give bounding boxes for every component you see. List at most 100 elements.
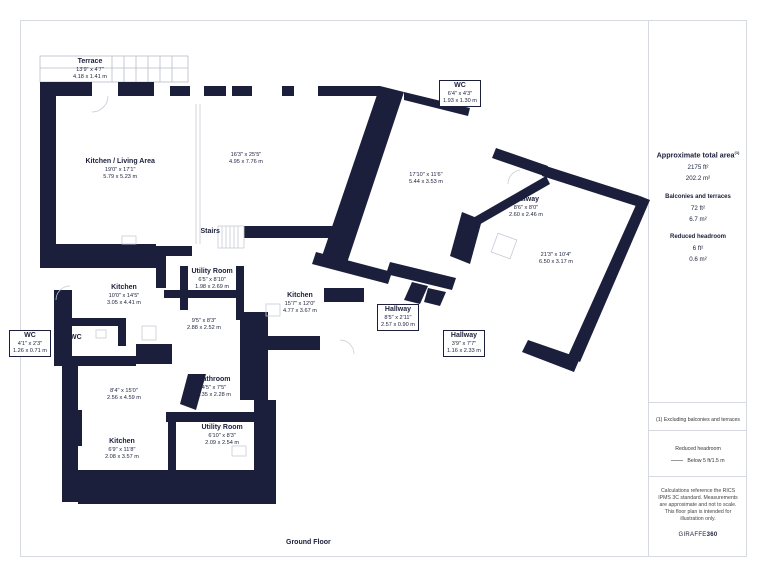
terrace-decking xyxy=(39,55,189,83)
room-dims-m: 4.95 x 7.76 m xyxy=(229,158,263,165)
brand-logo: GIRAFFE360 xyxy=(648,532,748,538)
room-name: Kitchen xyxy=(111,284,137,291)
room-name: Hallway xyxy=(512,196,539,203)
room-dims-ft: 6'5" x 8'10" xyxy=(198,276,226,283)
room-name: Bathroom xyxy=(197,376,231,383)
room-name: Utility Room xyxy=(191,268,233,275)
room-label: 9'5" x 8'3"2.88 x 2.52 m xyxy=(187,318,221,332)
room-label: 8'4" x 15'0"2.56 x 4.59 m xyxy=(107,388,141,402)
room-label: WC xyxy=(70,334,82,343)
room-dims-ft: 13'9" x 4'7" xyxy=(76,66,104,73)
room-name: Hallway xyxy=(450,332,477,339)
divider-1 xyxy=(648,402,746,403)
brand-number: 360 xyxy=(706,532,718,538)
room-name: WC xyxy=(454,82,466,89)
room-name: Stairs xyxy=(200,228,220,235)
balconies-ft: 72 ft² xyxy=(690,205,706,212)
legend-item: Below 5 ft/1.5 m xyxy=(648,458,748,464)
area-summary-panel: Approximate total area(1) 2175 ft² 202.2… xyxy=(648,20,748,560)
room-name: Utility Room xyxy=(201,424,243,431)
room-label: 16'3" x 25'5"4.95 x 7.76 m xyxy=(229,152,263,166)
room-dims-ft: 16'3" x 25'5" xyxy=(230,152,262,158)
room-dims-ft: 15'7" x 12'0" xyxy=(284,300,316,307)
room-name: Terrace xyxy=(77,58,103,65)
room-dims-m: 2.88 x 2.52 m xyxy=(187,324,221,331)
frame-left xyxy=(20,20,21,557)
total-area-m: 202.2 m² xyxy=(685,175,711,182)
room-name: Hallway xyxy=(384,306,411,313)
room-dims-ft: 9'5" x 8'3" xyxy=(191,318,217,324)
divider-2 xyxy=(648,430,746,431)
balconies-m: 6.7 m² xyxy=(689,216,707,223)
sidebar-divider xyxy=(648,20,649,557)
total-area-ft: 2175 ft² xyxy=(687,164,709,171)
room-name: Kitchen xyxy=(109,438,135,445)
room-dims-ft: 8'6" x 8'0" xyxy=(513,204,539,211)
room-label: Stairs xyxy=(201,228,220,237)
room-dims-ft: 19'0" x 17'1" xyxy=(104,166,136,173)
room-name: Kitchen xyxy=(287,292,313,299)
room-dims-ft: 8'5" x 2'11" xyxy=(384,314,412,321)
area-title: Approximate total area(1) xyxy=(656,150,740,160)
room-dims-ft: 4'5" x 7'5" xyxy=(201,384,227,391)
room-dims-ft: 6'4" x 4'3" xyxy=(447,90,473,97)
excluding-note: (1) Excluding balconies and terraces xyxy=(656,417,740,423)
divider-3 xyxy=(648,476,746,477)
room-dims-ft: 4'1" x 2'3" xyxy=(17,340,43,347)
room-name: WC xyxy=(24,332,36,339)
windows-and-doors xyxy=(55,95,521,457)
room-dims-m: 1.98 x 2.69 m xyxy=(195,283,230,290)
room-dims-m: 5.44 x 3.53 m xyxy=(409,178,443,185)
walls xyxy=(40,82,650,504)
room-dims-m: 1.16 x 2.33 m xyxy=(447,347,481,354)
room-dims-ft: 10'0" x 14'5" xyxy=(108,292,140,299)
legend-title: Reduced headroom xyxy=(675,446,721,452)
frame-bottom xyxy=(20,556,746,557)
room-name: Kitchen / Living Area xyxy=(85,158,155,165)
frame-right xyxy=(746,20,747,557)
room-name: WC xyxy=(70,334,82,341)
room-dims-ft: 21'3" x 10'4" xyxy=(540,252,572,258)
room-label: 17'10" x 11'6"5.44 x 3.53 m xyxy=(409,172,443,186)
room-dims-m: 5.79 x 5.23 m xyxy=(103,173,138,180)
room-dims-m: 2.08 x 3.57 m xyxy=(105,453,139,460)
room-dims-m: 2.09 x 2.54 m xyxy=(205,439,240,446)
room-dims-m: 2.57 x 0.90 m xyxy=(381,321,415,328)
area-marker: (1) xyxy=(734,150,740,155)
room-dims-m: 3.05 x 4.41 m xyxy=(107,299,141,306)
floor-label: Ground Floor xyxy=(286,539,331,546)
room-dims-ft: 8'4" x 15'0" xyxy=(110,388,138,394)
room-dims-m: 4.77 x 3.67 m xyxy=(283,307,317,314)
headroom-m: 0.6 m² xyxy=(689,256,707,263)
room-dims-ft: 17'10" x 11'6" xyxy=(409,172,443,178)
room-dims-m: 2.60 x 2.46 m xyxy=(509,211,543,218)
room-dims-m: 1.93 x 1.30 m xyxy=(443,97,477,104)
room-dims-m: 4.18 x 1.41 m xyxy=(73,73,107,80)
legend-item-label: Below 5 ft/1.5 m xyxy=(687,458,725,464)
room-dims-m: 1.35 x 2.28 m xyxy=(197,391,231,398)
room-dims-ft: 6'9" x 11'8" xyxy=(108,446,136,453)
room-dims-ft: 6'10" x 8'3" xyxy=(208,432,236,439)
balconies-title: Balconies and terraces xyxy=(665,194,731,200)
room-dims-m: 2.56 x 4.59 m xyxy=(107,394,141,401)
room-dims-m: 1.26 x 0.71 m xyxy=(13,347,47,354)
room-dims-ft: 3'9" x 7'7" xyxy=(451,340,477,347)
disclaimer: Calculations reference the RICS IPMS 3C … xyxy=(658,488,738,523)
headroom-ft: 6 ft² xyxy=(692,245,704,252)
frame-top xyxy=(20,20,746,21)
legend-line-icon xyxy=(671,460,684,462)
brand-name: GIRAFFE xyxy=(678,532,707,538)
